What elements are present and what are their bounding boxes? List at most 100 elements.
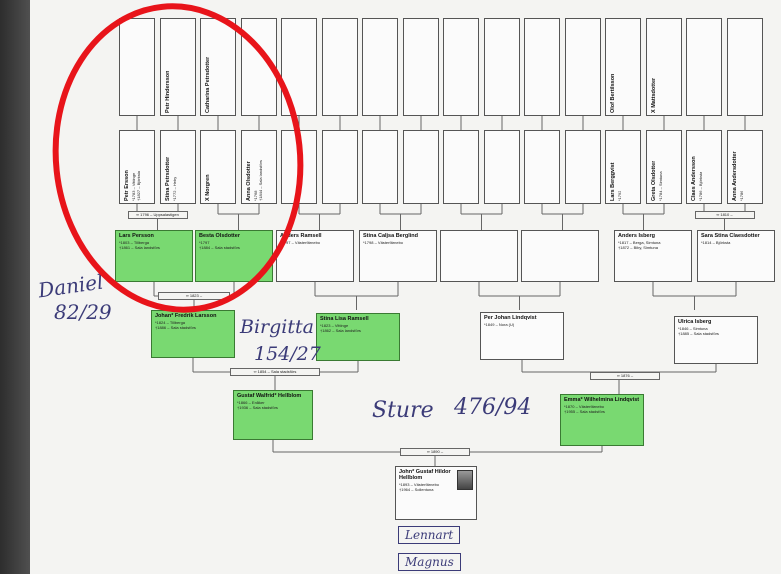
- person-name: Greta Olsdotter: [651, 161, 657, 201]
- grandparent-of-parent-card: Anders Isberg*1817 – Berga, Simtuna †187…: [614, 230, 692, 282]
- person-name: Emma* Wilhelmina Lindqvist: [561, 395, 643, 403]
- person-dates: [441, 233, 517, 235]
- person-name: Petr Ersson: [124, 170, 130, 201]
- person-dates: *1849 – Nora (U): [481, 321, 563, 328]
- grandparent-of-parent-card: Besta Olsdotter*1797 †1884 – Sala stadsf…: [195, 230, 273, 282]
- person-dates: *1792: [617, 191, 622, 201]
- great-grandparent-card: [484, 130, 520, 204]
- person-dates: *1797 – Västerfärnebo: [277, 239, 353, 246]
- marriage-label: ∞ 1890 –: [400, 448, 470, 456]
- grandparent-of-parent-card: [440, 230, 518, 282]
- great-grandparent-card: [362, 130, 398, 204]
- person-name: Claes Andersson: [691, 156, 697, 201]
- handwritten-magnus: Magnus: [398, 553, 461, 571]
- person-dates: *1814 – Björksta: [698, 239, 774, 246]
- handwritten-birgitta: Birgitta: [240, 316, 314, 338]
- parent-card-mother: Emma* Wilhelmina Lindqvist*1870 – Väster…: [560, 394, 644, 446]
- handwritten-daniel-number: 82/29: [54, 300, 112, 324]
- grandparent-of-parent-card: Sara Stina Claesdotter*1814 – Björksta: [697, 230, 775, 282]
- person-dates: *1784 – Simtuna: [658, 171, 663, 201]
- great-grandparent-card: Lars Berggvist*1792: [605, 130, 641, 204]
- person-name: Sara Stina Claesdotter: [698, 231, 774, 239]
- person-name: Petr Hindersson: [165, 71, 171, 113]
- handwritten-sture-number: 476/94: [454, 395, 531, 420]
- person-dates: *1866 – Enåker †1936 – Sala stadsförs: [234, 399, 312, 411]
- great-great-grandparent-card: [443, 18, 479, 116]
- great-great-grandparent-card: [565, 18, 601, 116]
- handwritten-sture: Sture: [372, 398, 434, 423]
- great-grandparent-card: [281, 130, 317, 204]
- person-name: Olof Bertilsson: [610, 74, 616, 113]
- handwritten-lennart: Lennart: [398, 526, 460, 544]
- person-name: X Mattsdotter: [651, 78, 657, 113]
- person-dates: *1786: [739, 191, 744, 201]
- great-great-grandparent-card: [362, 18, 398, 116]
- grandparent-card: Per Johan Lindqvist*1849 – Nora (U): [480, 312, 564, 360]
- great-grandparent-card: Anna Olsdotter*1768 †1844 – Sala landsfö…: [241, 130, 277, 204]
- parent-card-father: Gustaf Walfrid* Hellblom*1866 – Enåker †…: [233, 390, 313, 440]
- grandparent-card: Johan* Fredrik Larsson*1824 – Tillberga …: [151, 310, 235, 358]
- person-dates: *1870 – Västerfärnebo †1955 – Sala stads…: [561, 403, 643, 415]
- great-grandparent-card: [565, 130, 601, 204]
- grandparent-card: Ulrica Isberg*1846 – Simtuna †1885 – Sal…: [674, 316, 758, 364]
- great-great-grandparent-card: [484, 18, 520, 116]
- person-name: Gustaf Walfrid* Hellblom: [234, 391, 312, 399]
- great-grandparent-card: Stina Petrsdotter*1772 – Heby: [160, 130, 196, 204]
- great-great-grandparent-card: [524, 18, 560, 116]
- person-name: Besta Olsdotter: [196, 231, 272, 239]
- grandparent-of-parent-card: [521, 230, 599, 282]
- person-dates: *1824 – Tillberga †1886 – Sala stadsförs: [152, 319, 234, 331]
- great-grandparent-card: [403, 130, 439, 204]
- person-dates: *1797 †1884 – Sala stadsförs: [196, 239, 272, 251]
- person-name: Stina Caljsa Berglind: [360, 231, 436, 239]
- great-great-grandparent-card: [727, 18, 763, 116]
- person-dates: *1823 – Vittinge †1862 – Sala landsförs: [317, 322, 399, 334]
- marriage-label: ∞ 1796 – Uppsalastigen: [128, 211, 188, 219]
- person-name: Lars Persson: [116, 231, 192, 239]
- person-name: Anders Ramsell: [277, 231, 353, 239]
- great-great-grandparent-card: [403, 18, 439, 116]
- person-name: Stina Petrsdotter: [165, 157, 171, 201]
- person-name: Stina Lisa Ramsell: [317, 314, 399, 322]
- great-great-grandparent-card: [686, 18, 722, 116]
- person-name: Anna Olsdotter: [246, 161, 252, 201]
- person-dates: [522, 233, 598, 235]
- marriage-label: ∞ 1823 –: [158, 292, 230, 300]
- person-name: Ulrica Isberg: [675, 317, 757, 325]
- great-grandparent-card: Petr Ersson*1783 – Vittinge †1827 – Björ…: [119, 130, 155, 204]
- person-dates: *1768 †1844 – Sala landsförs: [253, 160, 263, 201]
- great-great-grandparent-card: X Mattsdotter: [646, 18, 682, 116]
- great-grandparent-card: Greta Olsdotter*1784 – Simtuna: [646, 130, 682, 204]
- great-grandparent-card: [322, 130, 358, 204]
- great-great-grandparent-card: [281, 18, 317, 116]
- grandparent-of-parent-card: Stina Caljsa Berglind*1798 – Västerfärne…: [359, 230, 437, 282]
- great-great-grandparent-card: [322, 18, 358, 116]
- great-grandparent-card: [443, 130, 479, 204]
- person-name: X Norgren: [205, 174, 211, 201]
- handwritten-birgitta-number: 154/27: [254, 343, 321, 365]
- person-dates: *1817 – Berga, Simtuna †1872 – Biby, Sim…: [615, 239, 691, 251]
- great-grandparent-card: [524, 130, 560, 204]
- marriage-label: ∞ 1854 – Sala stadsförs: [230, 368, 320, 376]
- great-great-grandparent-card: [241, 18, 277, 116]
- grandparent-of-parent-card: Lars Persson*1803 – Tillberga †1861 – Sa…: [115, 230, 193, 282]
- great-great-grandparent-card: [119, 18, 155, 116]
- person-name: Catharina Petrsdotter: [205, 57, 211, 113]
- root-person-card: John* Gustaf Hildor Hellblom*1893 – Väst…: [395, 466, 477, 520]
- grandparent-card: Stina Lisa Ramsell*1823 – Vittinge †1862…: [316, 313, 400, 361]
- person-name: Lars Berggvist: [610, 162, 616, 201]
- portrait-photo: [457, 470, 473, 490]
- person-dates: *1846 – Simtuna †1885 – Sala stadsförs: [675, 325, 757, 337]
- person-name: Per Johan Lindqvist: [481, 313, 563, 321]
- great-great-grandparent-card: Catharina Petrsdotter: [200, 18, 236, 116]
- marriage-label: ∞ 1876 –: [590, 372, 660, 380]
- great-grandparent-card: Claes Andersson*1786 – Björksta: [686, 130, 722, 204]
- great-great-grandparent-card: Petr Hindersson: [160, 18, 196, 116]
- grandparent-of-parent-card: Anders Ramsell*1797 – Västerfärnebo: [276, 230, 354, 282]
- person-dates: *1803 – Tillberga †1861 – Sala landsförs: [116, 239, 192, 251]
- person-name: Johan* Fredrik Larsson: [152, 311, 234, 319]
- marriage-label: ∞ 1810 –: [695, 211, 755, 219]
- person-name: Anna Andersdotter: [732, 151, 738, 201]
- person-name: Anders Isberg: [615, 231, 691, 239]
